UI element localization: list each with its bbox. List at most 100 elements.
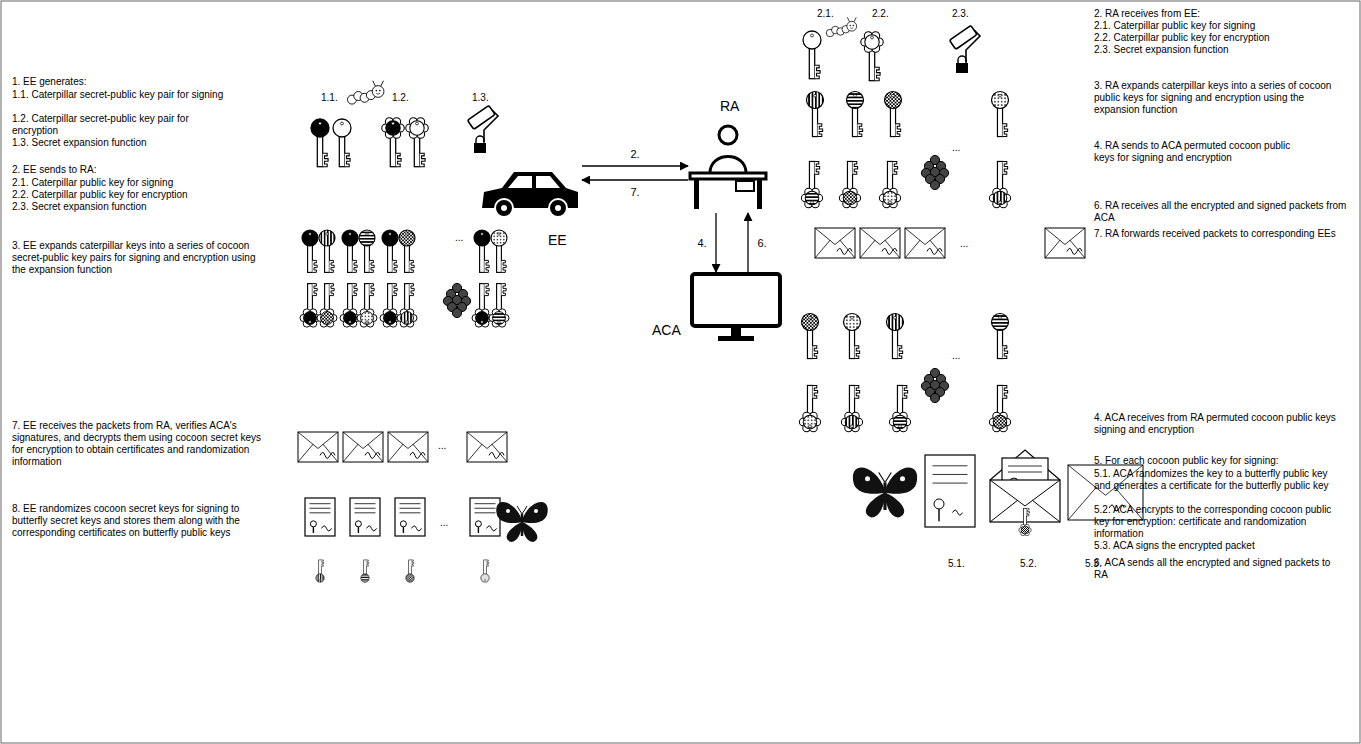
icon-part <box>355 503 376 504</box>
key-icon <box>319 230 335 272</box>
actor-label: RA <box>720 98 739 114</box>
icon-part <box>321 560 324 566</box>
icon-part <box>478 527 479 533</box>
icon-part <box>497 284 502 312</box>
icon-part <box>304 312 317 325</box>
icon-part <box>475 508 496 509</box>
icon-part <box>416 122 419 125</box>
icon-part <box>938 509 939 521</box>
icon-part <box>927 248 942 254</box>
step-text: 6. RA receives all the encrypted and sig… <box>1094 200 1349 224</box>
icon-part <box>849 385 854 415</box>
icon-part <box>883 191 897 205</box>
icon-part <box>855 385 860 398</box>
icon-part <box>811 34 814 37</box>
icon-part <box>389 321 392 324</box>
icon-part <box>958 56 966 64</box>
icon-part <box>506 509 510 513</box>
icon-part <box>312 260 317 272</box>
icon-part <box>481 321 484 324</box>
icon-part <box>343 432 383 462</box>
icon-part <box>1027 509 1030 517</box>
icon-part <box>849 329 854 359</box>
cocoon-icon <box>921 155 948 189</box>
icon-part <box>395 498 425 536</box>
icon-part <box>409 560 412 575</box>
actor-label: EE <box>548 232 567 248</box>
key-icon <box>406 560 414 582</box>
icon-part <box>847 17 856 22</box>
key-icon <box>989 161 1010 207</box>
icon-part <box>388 432 428 462</box>
key-icon <box>992 92 1009 137</box>
key-icon <box>406 118 429 167</box>
icon-part <box>390 135 395 167</box>
icon-part <box>310 521 316 527</box>
callout-number: 1.3. <box>472 92 489 104</box>
icon-part <box>813 385 818 398</box>
icon-part <box>844 314 861 331</box>
icon-part <box>869 49 874 81</box>
icon-part <box>718 336 754 341</box>
icon-part <box>348 244 353 272</box>
icon-part <box>889 201 892 204</box>
icon-part <box>900 476 905 481</box>
icon-part <box>885 493 904 518</box>
icon-part <box>555 205 561 211</box>
icon-part <box>853 468 885 494</box>
key-icon <box>302 230 318 272</box>
icon-part <box>302 230 318 246</box>
icon-part <box>953 510 963 515</box>
icon-part <box>467 432 507 462</box>
certificate-icon <box>470 498 500 536</box>
icon-part <box>484 560 487 575</box>
icon-part <box>892 329 897 359</box>
icon-part <box>329 284 334 296</box>
icon-part <box>386 121 400 135</box>
icon-part <box>339 135 344 167</box>
certificate-icon <box>350 498 380 536</box>
icon-part <box>999 316 1002 319</box>
edge-label: 7. <box>630 186 639 198</box>
icon-part <box>481 574 489 582</box>
key-icon <box>311 119 329 167</box>
icon-part <box>342 230 358 246</box>
icon-part <box>484 110 498 142</box>
flow-arrow <box>582 165 688 166</box>
icon-part <box>388 432 428 462</box>
key-icon <box>491 230 507 272</box>
icon-part <box>365 284 370 312</box>
icon-part <box>719 126 737 144</box>
icon-part <box>811 201 814 204</box>
icon-part <box>1067 248 1082 254</box>
step-text: 3. EE expands caterpillar keys into a se… <box>12 240 262 276</box>
icon-part <box>392 260 397 272</box>
envelope-icon <box>388 432 428 462</box>
envelope-icon <box>905 228 945 258</box>
icon-part <box>313 527 314 533</box>
key-icon <box>317 284 337 328</box>
icon-part <box>474 230 490 246</box>
icon-part <box>409 260 414 272</box>
icon-part <box>358 527 359 533</box>
icon-part <box>399 230 415 246</box>
icon-part <box>355 508 376 509</box>
key-icon <box>885 92 902 137</box>
icon-part <box>388 244 393 272</box>
icon-part <box>311 119 329 137</box>
icon-part <box>484 284 489 296</box>
icon-part <box>858 124 863 137</box>
key-icon <box>992 314 1009 359</box>
icon-part <box>319 579 320 580</box>
icon-part <box>815 228 855 258</box>
callout-number: 2.2. <box>872 8 889 20</box>
icon-part <box>400 512 421 513</box>
icon-part <box>809 425 812 428</box>
icon-part <box>933 474 968 475</box>
icon-part <box>899 425 902 428</box>
icon-part <box>366 233 369 236</box>
icon-part <box>375 90 377 92</box>
key-icon <box>887 314 904 359</box>
icon-part <box>898 346 903 359</box>
icon-part <box>851 316 854 319</box>
